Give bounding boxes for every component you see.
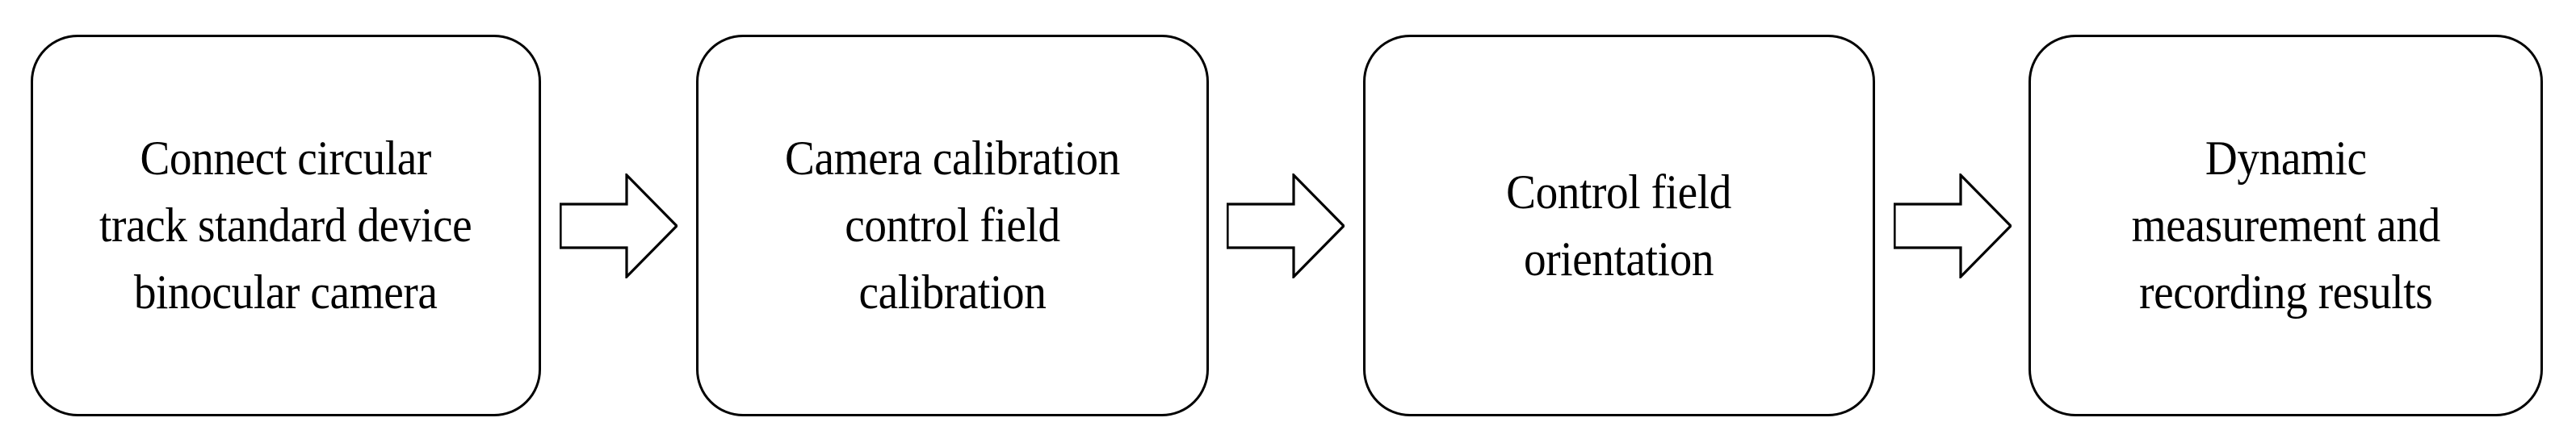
process-node-3-label: Control field orientation xyxy=(1506,165,1732,286)
process-node-1-label: Connect circular track standard device b… xyxy=(99,132,472,319)
process-node-3[interactable]: Control field orientation xyxy=(1363,35,1875,416)
process-node-4-label: Dynamic measurement and recording result… xyxy=(2131,132,2440,319)
process-node-2-label: Camera calibration control field calibra… xyxy=(785,132,1120,319)
process-node-4[interactable]: Dynamic measurement and recording result… xyxy=(2028,35,2543,416)
process-node-2[interactable]: Camera calibration control field calibra… xyxy=(696,35,1209,416)
block-arrow-right-icon-1 xyxy=(560,173,678,278)
block-arrow-right-icon-2 xyxy=(1227,173,1345,278)
process-node-1[interactable]: Connect circular track standard device b… xyxy=(31,35,541,416)
block-arrow-right-icon-3 xyxy=(1894,173,2012,278)
